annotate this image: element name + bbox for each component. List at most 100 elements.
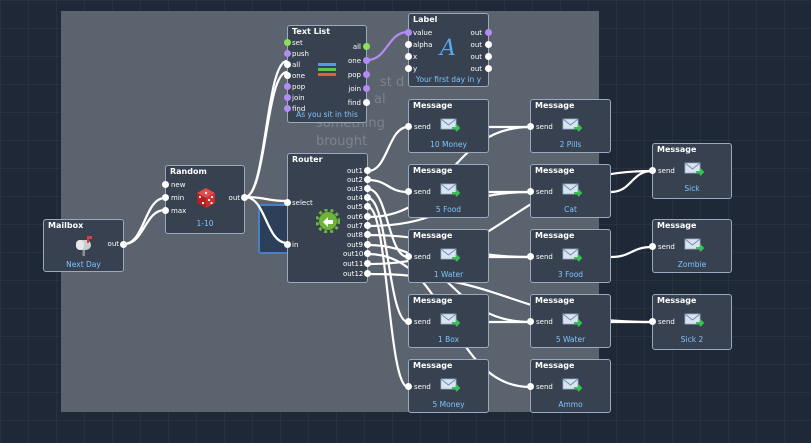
message-node[interactable]: Message send 5 Money (405, 359, 489, 413)
envelope-icon (684, 238, 704, 252)
message-node[interactable]: Message send Zombie (649, 219, 732, 273)
output-port-join[interactable] (363, 85, 370, 92)
input-port-join[interactable] (284, 94, 291, 101)
port-label-send: send (414, 253, 431, 261)
port-label-send: send (414, 318, 431, 326)
message-node[interactable]: Message send 5 Water (527, 294, 611, 348)
node-caption: 1 Water (433, 270, 464, 279)
envelope-icon (562, 313, 582, 327)
input-port-all[interactable] (284, 61, 291, 68)
input-port-send[interactable] (405, 188, 412, 195)
message-node[interactable]: Message send 2 Pills (527, 99, 611, 153)
input-port-send[interactable] (527, 253, 534, 260)
message-node[interactable]: Message send Cat (527, 164, 611, 218)
router-output-port-6[interactable] (364, 213, 371, 220)
text-list-node[interactable]: Text List set push all one pop join find… (284, 25, 370, 123)
output-port-out-4[interactable] (485, 65, 492, 72)
router-node[interactable]: Router select in (284, 153, 368, 283)
output-port-find[interactable] (363, 99, 370, 106)
output-port-out[interactable] (120, 241, 127, 248)
input-port-min[interactable] (162, 194, 169, 201)
input-port-in[interactable] (284, 241, 291, 248)
router-output-port-9[interactable] (364, 241, 371, 248)
message-node[interactable]: Message send Sick 2 (649, 294, 732, 350)
port-label-out3: out3 (347, 185, 363, 193)
node-title: Random (170, 167, 207, 176)
input-port-send[interactable] (527, 383, 534, 390)
port-label-y: y (413, 65, 418, 73)
envelope-icon (684, 162, 704, 176)
output-port-out[interactable] (241, 194, 248, 201)
router-output-port-7[interactable] (364, 222, 371, 229)
node-title: Message (657, 296, 697, 305)
mailbox-node[interactable]: Mailbox out Next Day (43, 219, 127, 272)
port-label-out4: out4 (347, 194, 363, 202)
port-label-out10: out10 (343, 250, 364, 258)
text-glyph-icon: A (440, 36, 456, 61)
input-port-send[interactable] (649, 167, 656, 174)
list-icon (318, 63, 336, 76)
input-port-alpha[interactable] (405, 41, 412, 48)
router-output-port-10[interactable] (364, 250, 371, 257)
input-port-set[interactable] (284, 39, 291, 46)
input-port-one[interactable] (284, 72, 291, 79)
output-port-out-3[interactable] (485, 53, 492, 60)
node-caption: Your first day in y (415, 75, 482, 84)
random-node[interactable]: Random new min max out 1-10 (162, 165, 248, 234)
port-label-value: value (413, 29, 433, 37)
output-port-pop[interactable] (363, 71, 370, 78)
router-output-port-2[interactable] (364, 176, 371, 183)
router-output-port-3[interactable] (364, 185, 371, 192)
port-label-set: set (292, 39, 303, 47)
router-output-port-5[interactable] (364, 203, 371, 210)
node-caption: Next Day (66, 260, 101, 269)
output-port-out-1[interactable] (485, 29, 492, 36)
message-node[interactable]: Message send 10 Money (405, 99, 489, 153)
input-port-send[interactable] (527, 123, 534, 130)
input-port-send[interactable] (405, 253, 412, 260)
input-port-max[interactable] (162, 207, 169, 214)
input-port-push[interactable] (284, 50, 291, 57)
port-label-send: send (536, 188, 553, 196)
output-port-out-2[interactable] (485, 41, 492, 48)
router-output-port-4[interactable] (364, 194, 371, 201)
input-port-pop[interactable] (284, 83, 291, 90)
message-node[interactable]: Message send 3 Food (527, 229, 611, 283)
input-port-send[interactable] (649, 243, 656, 250)
message-node[interactable]: Message send 1 Box (405, 294, 489, 348)
input-port-send[interactable] (527, 188, 534, 195)
input-port-send[interactable] (405, 318, 412, 325)
node-caption: Ammo (558, 400, 583, 409)
message-node[interactable]: Message send 1 Water (405, 229, 489, 283)
canvas-text-line-4: brought (316, 134, 368, 149)
input-port-y[interactable] (405, 65, 412, 72)
router-output-port-8[interactable] (364, 231, 371, 238)
message-node[interactable]: Message send Ammo (527, 359, 611, 413)
input-port-x[interactable] (405, 53, 412, 60)
node-caption: 10 Money (430, 140, 467, 149)
router-output-port-11[interactable] (364, 260, 371, 267)
message-node[interactable]: Message send 5 Food (405, 164, 489, 218)
port-label-select: select (292, 199, 313, 207)
router-output-port-1[interactable] (364, 167, 371, 174)
node-caption: Sick (684, 184, 700, 193)
envelope-icon (562, 183, 582, 197)
input-port-send[interactable] (649, 318, 656, 325)
input-port-value[interactable] (405, 29, 412, 36)
input-port-send[interactable] (527, 318, 534, 325)
input-port-find[interactable] (284, 105, 291, 112)
input-port-new[interactable] (162, 181, 169, 188)
node-caption: 5 Food (435, 205, 462, 214)
envelope-icon (684, 313, 704, 327)
input-port-select[interactable] (284, 199, 291, 206)
node-title: Message (413, 361, 453, 370)
output-port-one[interactable] (363, 57, 370, 64)
port-label-out: out (228, 194, 240, 202)
router-output-port-12[interactable] (364, 270, 371, 277)
envelope-icon (440, 248, 460, 262)
message-node[interactable]: Message send Sick (649, 143, 732, 199)
input-port-send[interactable] (405, 383, 412, 390)
input-port-send[interactable] (405, 123, 412, 130)
label-node[interactable]: Label value alpha x y out out out out A … (405, 13, 492, 87)
output-port-all[interactable] (363, 43, 370, 50)
